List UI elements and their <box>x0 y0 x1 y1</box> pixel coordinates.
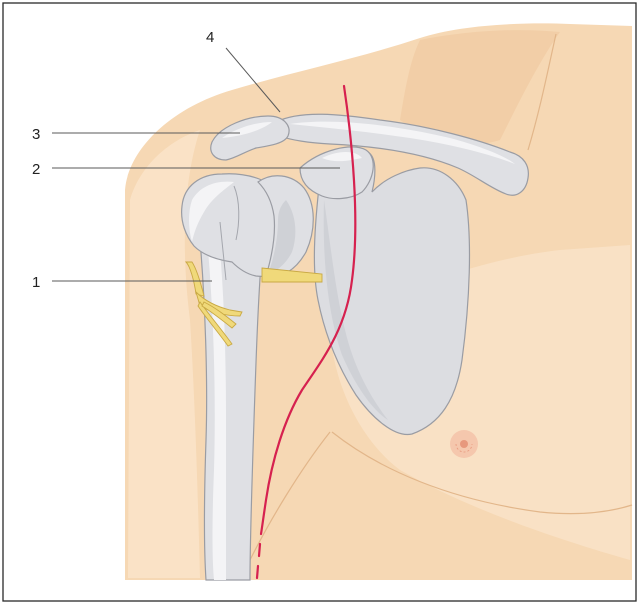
nipple <box>450 430 478 458</box>
label-1: 1 <box>32 274 40 291</box>
label-4: 4 <box>206 29 214 46</box>
label-3: 3 <box>32 126 40 143</box>
label-2: 2 <box>32 161 40 178</box>
